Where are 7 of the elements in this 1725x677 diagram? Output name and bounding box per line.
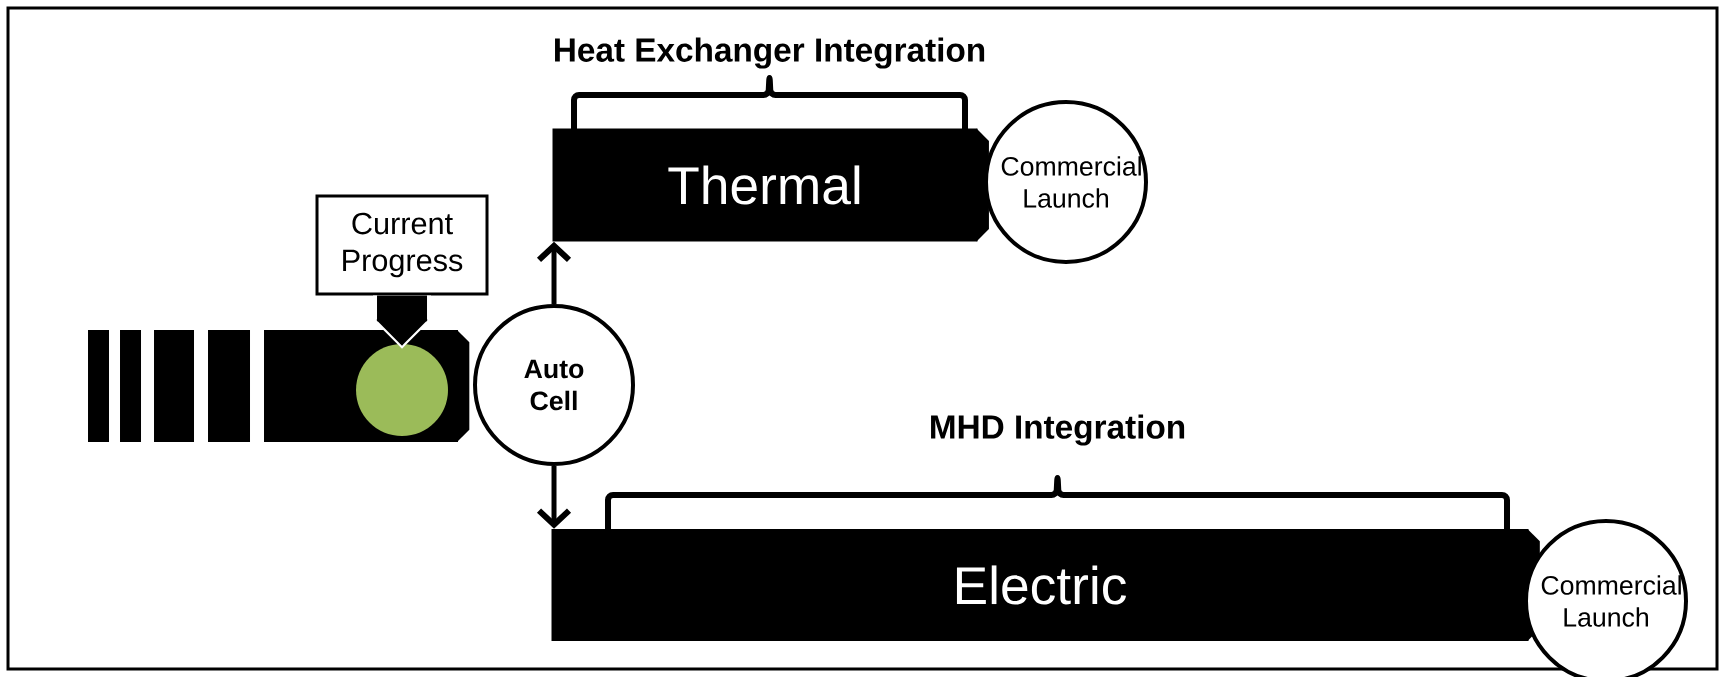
electric-bar: Electric [551, 529, 1540, 641]
thermal-bar: Thermal [552, 128, 989, 242]
heading: MHD Integration [931, 414, 1185, 446]
heading: Heat Exchanger Integration [555, 37, 985, 69]
callout-box: Current Progress [315, 194, 489, 296]
node-label: Commercial Launch [1541, 575, 1681, 627]
progress-dot [356, 344, 448, 436]
